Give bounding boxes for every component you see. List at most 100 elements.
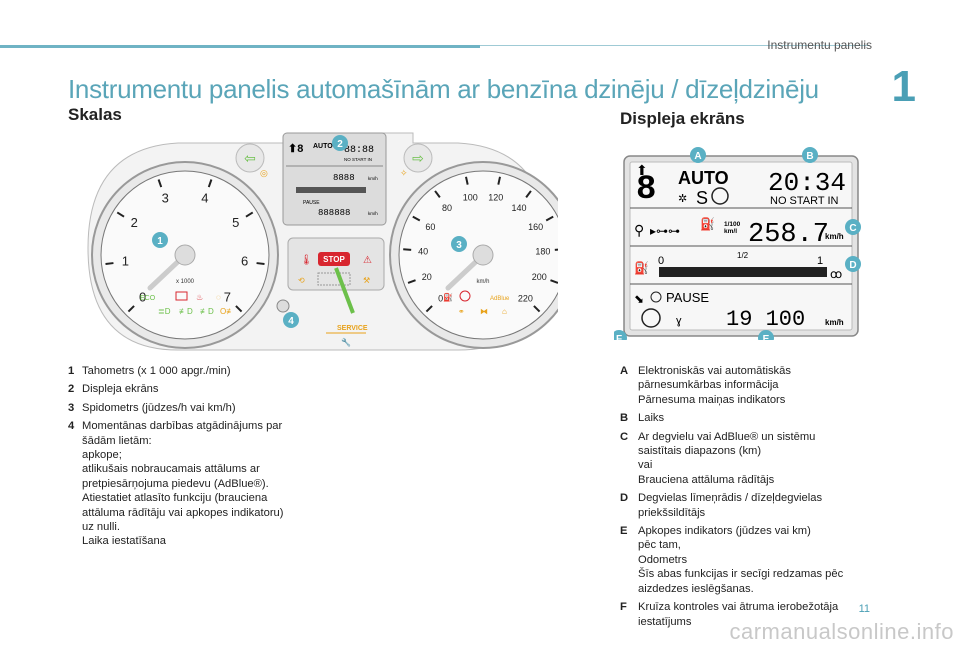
dial-tick (157, 179, 163, 188)
cd-pause: PAUSE (303, 200, 320, 206)
dial-tick (545, 215, 554, 222)
fuel-low-icon: ⛽ (443, 292, 453, 302)
dial-tick-label: 5 (232, 215, 239, 230)
snowflake-icon: ✲ (678, 193, 687, 205)
engine-icon: ⌂ (502, 307, 507, 316)
legend-key: F (620, 601, 627, 614)
fuel-max: 1 (817, 255, 823, 267)
dial-tick-label: 80 (442, 203, 452, 213)
seatbelt-icon: ⚭ (458, 307, 465, 316)
stop-badge (318, 252, 350, 266)
gear-indicator: 8 (636, 171, 656, 209)
dial-tick (407, 279, 416, 284)
dial-tick-label: 100 (463, 192, 478, 202)
dial-tick (403, 248, 412, 251)
wrench-icon: ɣ (676, 315, 682, 327)
legend-key: E (620, 525, 628, 538)
esp-icon: ⧓ (480, 307, 488, 316)
dial-tick-label: 160 (528, 222, 543, 232)
callout-number: 1 (157, 236, 163, 247)
callout-letter: B (806, 151, 813, 162)
chapter-number: 1 (891, 62, 916, 111)
callout-letter: C (849, 223, 856, 234)
reset-pointer (334, 267, 355, 314)
legend-key: B (620, 412, 629, 425)
legend-key: 1 (68, 365, 75, 377)
dial-tick-label: 3 (162, 190, 169, 205)
cd-nostart: NO START IN (344, 157, 372, 162)
dial-tick (434, 190, 441, 198)
dial-tick (525, 190, 532, 198)
speedometer-icon (641, 308, 661, 328)
callout-badge (614, 330, 627, 340)
callout-badge (690, 147, 706, 163)
fuel-min: 0 (658, 255, 664, 267)
legend-key: C (620, 430, 629, 443)
dial-tick-label: 7 (224, 289, 231, 304)
page-number: 11 (858, 603, 870, 615)
legend-item: C Ar degvielu vai AdBlue® un sistēmu sais… (620, 430, 880, 488)
oil-pressure-icon: ⚠ (363, 255, 372, 266)
consumption-unit: 1/100 (724, 221, 741, 228)
dial-tick-label: 0 (438, 293, 443, 303)
shift-up-icon: ⬆ (636, 162, 648, 178)
legend-key: 2 (68, 383, 75, 396)
header-rule-thin (480, 45, 870, 46)
cd-auto: AUTO (313, 143, 333, 150)
callout-badge (451, 236, 467, 252)
steering-icon: ⟲ (298, 276, 305, 285)
legend-text: Tahometrs (x 1 000 apgr./min) (82, 365, 231, 377)
range-pin-icon: ⚲ (634, 222, 644, 238)
cd-fuel-gauge (296, 187, 366, 193)
fuel-half: 1/2 (737, 251, 749, 260)
dial-tick-label: 120 (488, 192, 503, 202)
legend-text: Ar degvielu vai AdBlue® un sistēmu saist… (638, 430, 816, 486)
dial-tick-label: 2 (131, 215, 138, 230)
no-start-label: NO START IN (770, 195, 839, 207)
dial-tick-label: 20 (422, 272, 432, 282)
speedo-unit: km/h (476, 279, 489, 285)
turn-right-icon: ⇨ (412, 150, 424, 166)
callout-letter: D (849, 260, 856, 271)
cd-range: 8888 (333, 173, 355, 183)
dial-tick-label: 40 (418, 247, 428, 257)
gear-icon: ⬆8 (288, 143, 303, 155)
dial-tick (412, 215, 421, 222)
service-wrench-icon: ⚒ (363, 276, 370, 285)
limiter-icon (650, 291, 662, 303)
section-tag: Instrumentu panelis (767, 38, 872, 52)
legend-key: D (620, 492, 629, 505)
dial-tick (127, 305, 135, 313)
legend-key: A (620, 365, 629, 377)
odometer-value: 19 100 (726, 307, 805, 332)
pause-label: PAUSE (666, 290, 709, 305)
dial-tick-label: 6 (241, 254, 248, 269)
callout-number: 4 (288, 316, 294, 327)
legend-text: Degvielas līmeņrādis / dīzeļdegvielas pr… (638, 492, 823, 519)
dial-tick-label: 60 (425, 222, 435, 232)
cd-odo-unit: km/h (368, 211, 378, 216)
callout-badge (758, 330, 774, 340)
auto-label: AUTO (678, 168, 729, 188)
legend-text: Momentānas darbības atgādinājums par šād… (82, 420, 284, 548)
adblue-icon: AdBlue (490, 296, 510, 302)
legend-text: Kruīza kontroles vai ātruma ierobežotāja… (638, 601, 839, 628)
callout-letter: F (616, 334, 622, 340)
eco-icon: ECO (140, 295, 156, 302)
subtitle-dials: Skalas (68, 105, 122, 124)
display-screen-illustration: 8 ⬆ AUTO ✲ S 20:34 NO START IN ⚲ ▸⊶⊶ ⛽ 1… (614, 147, 861, 340)
dial-tick-label: 200 (532, 272, 547, 282)
callout-badge (802, 147, 818, 163)
page-title: Instrumentu panelis automašīnām ar benzī… (68, 74, 819, 104)
fog-front-icon: ≢D (179, 307, 193, 316)
dial-tick-label: 0 (139, 289, 146, 304)
tpms-icon: ◎ (260, 168, 268, 178)
dial-tick (465, 176, 469, 185)
range-value: 258.7 (748, 220, 829, 250)
